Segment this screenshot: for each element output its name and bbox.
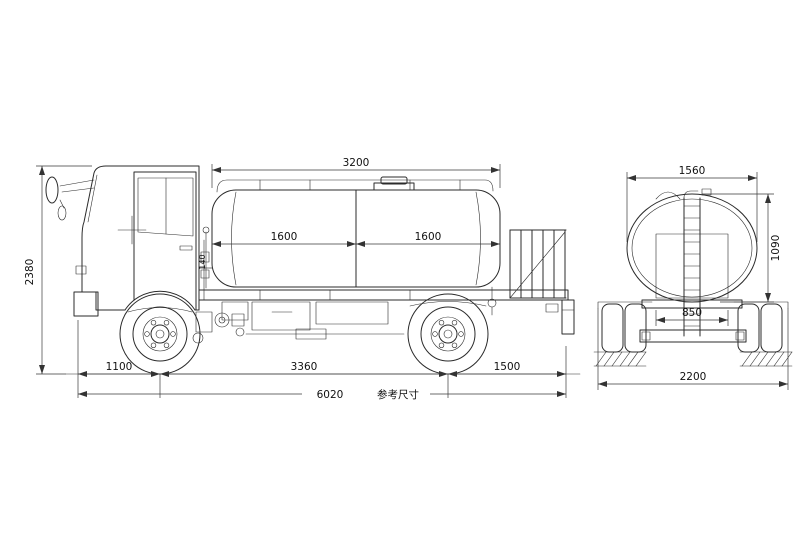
dim-tank-length: 3200 — [211, 157, 501, 188]
rear-support-frame — [655, 233, 729, 299]
rear-chassis — [639, 299, 747, 343]
dim-overall-height-value: 2380 — [24, 259, 36, 286]
dim-overall-length: 6020 参考尺寸 — [78, 388, 566, 401]
manhole — [373, 176, 415, 191]
dim-overall-height: 2380 — [24, 165, 92, 375]
ground-hatch-right — [739, 351, 793, 367]
dim-overall-length-value: 6020 — [317, 389, 344, 401]
rear-bumper-side — [545, 299, 575, 335]
side-mirror — [45, 176, 95, 221]
dim-cab-gap: 140 — [198, 254, 212, 270]
dim-tank-segments: 1600 1600 — [212, 231, 500, 247]
dim-frame-width: 850 — [655, 307, 729, 326]
dim-tank-seg1-value: 1600 — [271, 231, 298, 243]
ground-hatch-left — [593, 351, 647, 367]
dim-overall-width: 2200 — [597, 308, 789, 390]
dim-tank-length-value: 3200 — [343, 157, 370, 169]
reference-note: 参考尺寸 — [377, 388, 419, 401]
rear-wheel — [407, 293, 489, 375]
dim-front-overhang-value: 1100 — [106, 361, 133, 373]
dim-wheelbase-value: 3360 — [291, 361, 318, 373]
engine-detail — [192, 311, 245, 344]
rear-view-wheels — [597, 301, 789, 353]
cab — [45, 165, 210, 317]
truck-side-view: 3200 1600 1600 2380 140 1100 3360 — [24, 157, 581, 401]
dim-frame-width-value: 850 — [682, 307, 702, 319]
dim-tank-seg2-value: 1600 — [415, 231, 442, 243]
rear-ladder — [683, 190, 701, 337]
dim-tank-width: 1560 — [626, 165, 758, 242]
rear-platform-railing — [509, 229, 567, 299]
dim-tank-height: 1090 — [702, 193, 782, 303]
dim-rear-overhang-value: 1500 — [494, 361, 521, 373]
dim-tank-width-value: 1560 — [679, 165, 706, 177]
dim-overall-width-value: 2200 — [680, 371, 707, 383]
rear-outlet-pipe — [487, 286, 497, 316]
truck-rear-view: 1560 1090 850 2200 — [593, 165, 793, 390]
chassis — [127, 289, 575, 344]
dim-tank-height-value: 1090 — [770, 235, 782, 262]
driveline — [245, 328, 405, 340]
top-rail-pipe — [216, 179, 494, 193]
water-tank — [211, 176, 501, 316]
dim-bottom-row: 1100 3360 1500 — [77, 320, 567, 398]
dim-cab-gap-value: 140 — [198, 254, 207, 269]
